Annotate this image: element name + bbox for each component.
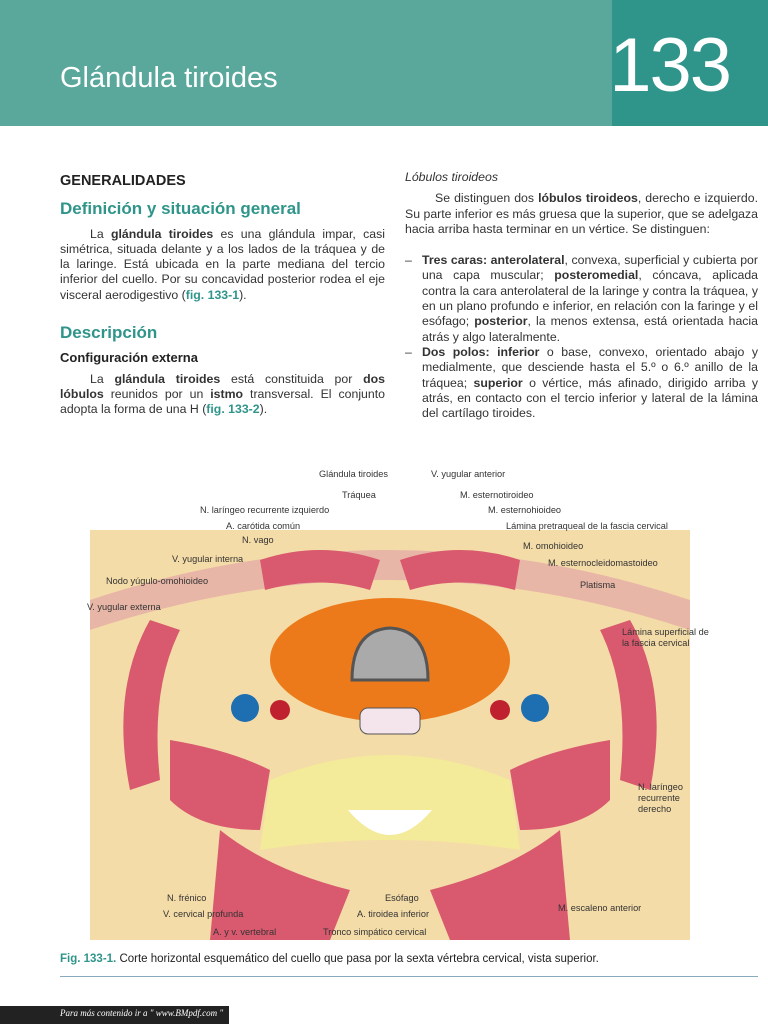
definicion-heading: Definición y situación general — [60, 199, 301, 219]
carotid-right — [490, 700, 510, 720]
ecm-muscle-left — [123, 620, 180, 790]
scalene-muscle-left — [170, 740, 270, 830]
footer-link[interactable]: Para más contenido ir a " www.BMpdf.com … — [0, 1006, 230, 1024]
chapter-header: Glándula tiroides 133 — [0, 0, 768, 126]
ecm-muscle-right — [600, 620, 657, 790]
list-item: Dos polos: inferior o base, convexo, ori… — [405, 345, 758, 421]
right-column: Lóbulos tiroideos Se distinguen dos lóbu… — [405, 170, 758, 421]
vertebral-canal — [348, 810, 432, 835]
fig-ref-link[interactable]: fig. 133-2 — [206, 402, 260, 417]
jugular-vein-right — [521, 694, 549, 722]
skin-layer — [90, 550, 690, 630]
label-traquea: Tráquea — [342, 490, 376, 500]
list-item: Tres caras: anterolateral, convexa, supe… — [405, 253, 758, 345]
left-column: GENERALIDADES Definición y situación gen… — [60, 170, 385, 418]
label-esternotiroideo: M. esternotiroideo — [460, 490, 534, 500]
label-esternohioideo: M. esternohioideo — [488, 505, 562, 515]
esophagus — [359, 707, 421, 735]
configuracion-heading: Configuración externa — [60, 350, 198, 366]
carotid-left — [270, 700, 290, 720]
lobulos-heading: Lóbulos tiroideos — [405, 170, 498, 184]
vertebra — [260, 755, 520, 850]
deep-muscle-right — [430, 830, 570, 940]
figure-caption: Fig. 133-1. Corte horizontal esquemático… — [60, 953, 599, 965]
lobulos-paragraph: Se distinguen dos lóbulos tiroideos, der… — [405, 191, 758, 236]
label-laringeo-izq: N. laríngeo recurrente izquierdo — [200, 505, 330, 515]
generalidades-heading: GENERALIDADES — [60, 173, 186, 189]
descripcion-heading: Descripción — [60, 323, 158, 343]
neck-cross-section-illustration — [90, 530, 690, 940]
deep-muscle-left — [210, 830, 350, 940]
trachea — [350, 626, 430, 682]
definicion-paragraph: La glándula tiroides es una glándula imp… — [60, 226, 385, 302]
infrahyoid-muscle-right — [400, 550, 520, 590]
jugular-vein-left — [231, 694, 259, 722]
caption-divider — [60, 976, 758, 977]
infrahyoid-muscle-left — [260, 550, 380, 590]
scalene-muscle-right — [510, 740, 610, 830]
page-title: Glándula tiroides — [60, 62, 278, 94]
label-vyugant: V. yugular anterior — [431, 469, 506, 479]
chapter-number: 133 — [609, 23, 732, 108]
chapter-number-box: 133 — [609, 0, 768, 126]
fig-ref-link[interactable]: fig. 133-1 — [185, 287, 240, 302]
label-glandula: Glándula tiroides — [319, 469, 388, 479]
configuracion-paragraph: La glándula tiroides está constituida po… — [60, 371, 385, 417]
